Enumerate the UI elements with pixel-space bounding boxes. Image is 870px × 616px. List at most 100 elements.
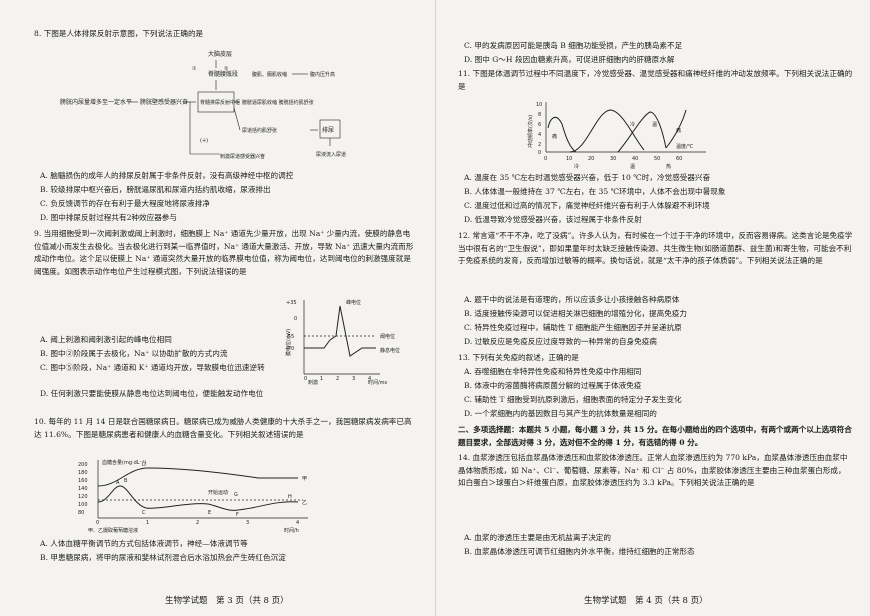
nf-label-pain2: 痛 [676,127,681,134]
bg-ytick-200: 200 [78,462,88,468]
bg-ytick-180: 180 [78,470,88,476]
diagram-urethra: 尿道括约肌舒张 [242,127,277,134]
q12-option-c: C. 特异性免疫过程中，辅助性 T 细胞能产生细胞因子并呈递抗原 [464,323,682,332]
q8-stem: 8. 下图是人体排尿反射示意图，下列说法正确的是 [34,29,204,38]
bg-point-c: C [142,510,146,516]
q10-option-d: D. 图中 G～H 段因血糖素升高，可促进肝细胞内的肝糖原水解 [464,55,675,64]
nf-ytick-10: 10 [536,102,542,108]
diagram-path-a: ① [192,66,197,72]
ap-threshold-label: 阈电位 [380,333,395,340]
diagram-spinal: 脊髓腰骶段 [208,70,238,78]
q8-option-d: D. 图中排尿反射过程共有2种效应器参与 [40,213,177,222]
nf-range-hot: 热 [666,163,671,170]
q13-option-d: D. 一个浆细胞内的基因数目与其产生的抗体数量是相同的 [464,409,657,418]
q10-option-b: B. 甲患糖尿病，将甲的尿液和斐林试剂混合后水浴加热会产生砖红色沉淀 [40,553,286,562]
q10-stem: 10. 每年的 11 月 14 日是联合国糖尿病日。糖尿病已成为威胁人类健康的十… [34,417,412,439]
bg-exercise: 开始运动 [208,489,228,496]
ap-rest-label: 静息电位 [380,347,400,354]
q11-option-a: A. 温度在 35 ℃左右时温觉感受器兴奋，低于 10 ℃时，冷觉感受器兴奋 [464,173,711,182]
bg-point-h: H [288,494,292,500]
diagram-muscle: 膀胱逼尿肌收缩 膀胱括约肌舒张 [242,99,314,106]
footer-page-3: 生物学试题 第 3 页（共 8 页） [165,596,289,606]
bg-xtick-2: 2 [196,520,199,526]
nf-xlabel: 温度/℃ [676,143,694,150]
bg-xtick-4: 4 [296,520,299,526]
q11-option-d: D. 低温导致冷觉感受器兴奋，该过程属于非条件反射 [464,215,642,224]
ap-ytick-0: 0 [294,316,297,322]
nf-label-cold: 冷 [630,121,635,128]
ap-ytick-55: -55 [286,334,294,340]
q12-option-b: B. 适度接触传染源可以促进相关淋巴细胞的增殖分化，提高免疫力 [464,309,688,318]
bg-point-b: B [124,478,128,484]
q9-option-a: A. 阈上刺激和阈刺激引起的峰电位相同 [40,335,172,344]
ap-peak-label: 峰电位 [346,299,361,306]
bg-ytick-140: 140 [78,486,88,492]
ap-xlabel: 时间/ms [368,379,388,386]
bg-intake: 甲、乙摄取葡萄糖溶液 [88,527,138,534]
bg-legend-b: 乙 [302,499,307,506]
nf-label-pain1: 痛 [552,133,557,140]
bg-ytick-80: 80 [78,510,84,516]
page-3: 8. 下图是人体排尿反射示意图，下列说法正确的是 大脑皮层 脊髓腰骶段 膀胱内尿… [0,0,435,616]
nf-xtick-50: 50 [654,156,660,162]
q14-option-a: A. 血浆的渗透压主要是由无机盐离子决定的 [464,533,611,542]
q14-option-b: B. 血浆晶体渗透压可调节红细胞内外水平衡，维持红细胞的正常形态 [464,547,695,556]
nf-ytick-6: 6 [538,122,541,128]
diagram-urination: 排尿 [322,126,334,134]
diagram-path-b: ② [224,66,229,72]
bg-ylabel: 血糖含量(mg·dL⁻¹) [102,459,146,466]
nf-ylabel: 冲动频率(次/s) [527,115,534,148]
q10-option-a: A. 人体血糖平衡调节的方式包括体液调节，神经—体液调节等 [40,539,248,548]
diagram-center: 脊髓排尿反射中枢 [200,99,240,106]
nf-range-warm: 温 [630,163,635,170]
bg-point-f: F [236,512,239,518]
bg-ytick-100: 100 [78,502,88,508]
footer-page-4: 生物学试题 第 4 页（共 8 页） [584,596,708,606]
q13-option-c: C. 辅助性 T 细胞受到抗原刺激后，细胞表面的特定分子发生变化 [464,395,682,404]
q12-option-d: D. 过敏反应是免疫反应过度导致的一种异常的自身免疫病 [464,337,657,346]
ap-xtick-3: 3 [352,376,355,382]
nf-ytick-4: 4 [538,132,541,138]
nf-xtick-40: 40 [632,156,638,162]
ap-xtick-1: 1 [320,376,323,382]
ap-ylabel: 膜电位(mV) [285,329,292,356]
nf-ytick-0: 0 [538,150,541,156]
bg-xlabel: 时间/h [284,527,299,534]
bg-legend-a: 甲 [302,476,307,482]
ap-stim-label: 刺激 [308,379,318,386]
page-4: C. 甲的发病原因可能是胰岛 B 细胞功能受损，产生的胰岛素不足 D. 图中 G… [435,0,870,616]
q8-option-b: B. 较级排尿中枢兴奋后，膀胱逼尿肌和尿道内括约肌收缩，尿液排出 [40,185,271,194]
nf-xtick-60: 60 [676,156,682,162]
q13-option-b: B. 体液中的溶菌酶将病原菌分解的过程属于体液免疫 [464,381,642,390]
diagram-receptor: 膀胱壁感受器兴奋 [140,98,188,106]
nf-xtick-10: 10 [566,156,572,162]
q12-option-a: A. 题干中的说法是有道理的，所以应该多让小孩接触各种病原体 [464,295,680,304]
diagram-stretch: 膀胱内尿量增多至一定水平 [60,98,132,106]
ap-xtick-4: 4 [368,376,371,382]
nf-xtick-30: 30 [610,156,616,162]
q10-option-c: C. 甲的发病原因可能是胰岛 B 细胞功能受损，产生的胰岛素不足 [464,41,683,50]
section-2-heading: 二、多项选择题：本题共 5 小题，每小题 3 分，共 15 分。在每小题给出的四… [458,425,852,447]
q9-option-b: B. 图中②阶段属于去极化，Na⁺ 以协助扩散的方式内流 [40,349,228,358]
ap-xtick-2: 2 [336,376,339,382]
bg-ytick-160: 160 [78,478,88,484]
reflex-diagram: 大脑皮层 脊髓腰骶段 膀胱内尿量增多至一定水平 膀胱壁感受器兴奋 脊髓排尿反射中… [60,50,346,160]
diagram-urethral-receptor: 刺激尿道感受器兴奋 [220,153,265,160]
q9-option-d: D. 任何刺激只要能使膜从静息电位达到阈电位，便能触发动作电位 [40,389,264,398]
nerve-firing-graph: 痛 冷 温 痛 冷 温 热 温度/℃ 0 10 20 30 40 50 60 1… [527,102,706,170]
q13-stem: 13. 下列有关免疫的叙述，正确的是 [458,353,579,362]
q11-stem: 11. 下图是体温调节过程中不同温度下，冷觉感受器、温觉感受器和痛神经纤维的冲动… [458,69,853,91]
diagram-cortex: 大脑皮层 [208,50,232,58]
nf-label-warm: 温 [652,121,657,128]
diagram-flow: 尿液流入尿道 [316,151,346,158]
ap-ytick-35: +35 [286,300,297,306]
q14-stem: 14. 血浆渗透压包括血浆晶体渗透压和血浆胶体渗透压。正常人血浆渗透压约为 77… [458,453,848,488]
ap-xtick-0: 0 [304,376,307,382]
bg-xtick-1: 1 [146,520,149,526]
ap-ytick-70: -70 [286,346,294,352]
bg-xtick-3: 3 [246,520,249,526]
bg-point-d: D [142,462,146,468]
q9-option-c: C. 图中⑤阶段，Na⁺ 通道和 K⁺ 通道均开放，导致膜电位迅速逆转 [40,363,265,372]
nf-range-cold: 冷 [574,163,579,170]
diagram-contraction: 腹肌、膈肌收缩 [252,71,287,78]
